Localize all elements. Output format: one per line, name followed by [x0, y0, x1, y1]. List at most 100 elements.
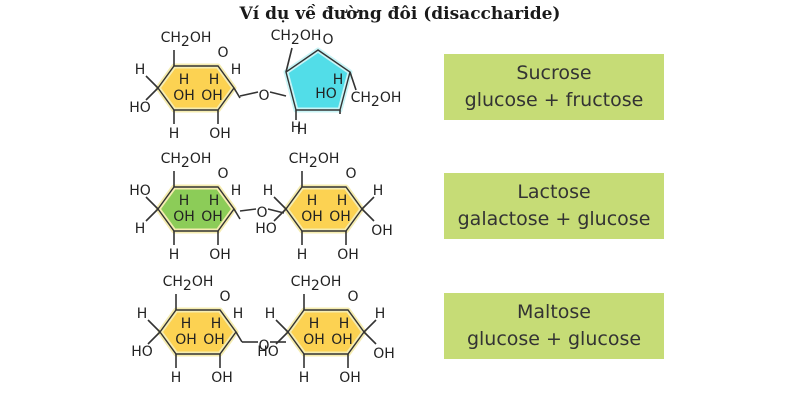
glycosidic-bond [239, 91, 259, 97]
hydroxyl-label: OH [175, 332, 197, 348]
hydrogen-label: H [297, 247, 308, 263]
hydrogen-label: H [309, 316, 320, 332]
ring-oxygen-label: O [219, 289, 230, 305]
hydroxyl-label: OH [371, 223, 393, 239]
hydroxyl-label: OH [209, 126, 231, 142]
hydrogen-label: H [373, 183, 384, 199]
hydroxyl-label: OH [301, 209, 323, 225]
bond-c4-down [145, 87, 159, 101]
ring-oxygen-label: O [347, 289, 358, 305]
bond-c1-down [233, 87, 241, 99]
bond-c1-down [235, 331, 243, 343]
hydroxyl-label: OH [339, 370, 361, 386]
hydroxyl-label: HO [315, 86, 337, 102]
ring-oxygen-label: O [217, 45, 228, 61]
glycosidic-oxygen-label: O [258, 88, 269, 104]
ch2oh-label: CH2OH [161, 151, 212, 171]
hydroxyl-label: HO [131, 344, 153, 360]
bond-c5 [349, 71, 357, 91]
hydroxyl-label: HO [129, 183, 151, 199]
disaccharide-name: Sucrose [516, 62, 592, 84]
bond-c4-up [273, 196, 287, 210]
ring-oxygen-label: O [217, 166, 228, 182]
hydrogen-label: H [307, 193, 318, 209]
ring-oxygen-label: O [322, 32, 333, 48]
hydroxyl-label: OH [303, 332, 325, 348]
glycosidic-bond [267, 208, 285, 214]
glycosidic-oxygen-label: O [258, 338, 269, 354]
bond-c1-up [361, 196, 375, 210]
bond-c1-down [233, 208, 241, 220]
hydrogen-label: H [337, 193, 348, 209]
ch2oh-label: CH2OH [271, 28, 322, 48]
hydrogen-label: H [209, 72, 220, 88]
glycosidic-link-sucrose: O [239, 88, 287, 104]
bond-c1-up [363, 319, 377, 333]
hydrogen-label: H [297, 122, 308, 138]
hydrogen-label: H [137, 306, 148, 322]
hydrogen-label: H [231, 62, 242, 78]
hydroxyl-label: OH [337, 247, 359, 263]
monomer-composition: glucose + glucose [466, 328, 642, 350]
hydrogen-label: H [231, 183, 242, 199]
glycosidic-bond [269, 91, 287, 97]
hydrogen-label: H [299, 370, 310, 386]
hydrogen-label: H [265, 306, 276, 322]
hydroxyl-label: HO [257, 344, 279, 360]
glycosidic-oxygen-label: O [256, 205, 267, 221]
hydrogen-label: H [181, 316, 192, 332]
hydrogen-label: H [169, 247, 180, 263]
ch2oh-label: CH2OH [163, 274, 214, 294]
bond-c4-down [273, 208, 287, 222]
hydroxyl-label: OH [209, 247, 231, 263]
monomer-composition: galactose + glucose [457, 208, 651, 230]
hydrogen-label: H [179, 193, 190, 209]
ch2oh-label: CH2OH [289, 151, 340, 171]
bond-c1 [285, 47, 293, 73]
disaccharide-name: Maltose [517, 301, 591, 323]
hydroxyl-label: OH [173, 88, 195, 104]
ring-outline [285, 49, 351, 111]
hydrogen-label: H [209, 193, 220, 209]
hydrogen-label: H [211, 316, 222, 332]
hydroxyl-label: OH [203, 332, 225, 348]
hydrogen-label: H [179, 72, 190, 88]
hydrogen-label: H [171, 370, 182, 386]
hydroxyl-label: HO [129, 100, 151, 116]
label-box-sucrose: Sucrose glucose + fructose [444, 54, 664, 120]
hydrogen-label: H [135, 221, 146, 237]
ring-oxygen-label: O [345, 166, 356, 182]
label-box-lactose: Lactose galactose + glucose [444, 173, 664, 239]
hydroxyl-label: OH [211, 370, 233, 386]
hydroxyl-label: OH [329, 209, 351, 225]
ch2oh-label: CH2OH [291, 274, 342, 294]
hydrogen-label: H [169, 126, 180, 142]
bond-c1-down [363, 331, 377, 345]
hydrogen-label: H [339, 316, 350, 332]
hydrogen-label: H [135, 62, 146, 78]
hydroxyl-label: OH [331, 332, 353, 348]
hydroxyl-label: OH [201, 88, 223, 104]
hydrogen-label: H [233, 306, 244, 322]
bond-c4-up [145, 75, 159, 89]
bond-c1-down [361, 208, 375, 222]
bond-c4-up [145, 196, 159, 210]
ch2oh-label: CH2OH [351, 90, 402, 110]
glycosidic-link-maltose: O [242, 338, 286, 354]
hydroxyl-label: OH [373, 346, 395, 362]
label-box-maltose: Maltose glucose + glucose [444, 293, 664, 359]
hydrogen-label: H [291, 120, 302, 136]
hydrogen-label: H [333, 72, 344, 88]
hydrogen-label: H [263, 183, 274, 199]
disaccharide-name: Lactose [517, 181, 591, 203]
glycosidic-bond [239, 208, 257, 212]
bond-c4-down [145, 208, 159, 222]
glycosidic-link-lactose: O [239, 205, 285, 221]
